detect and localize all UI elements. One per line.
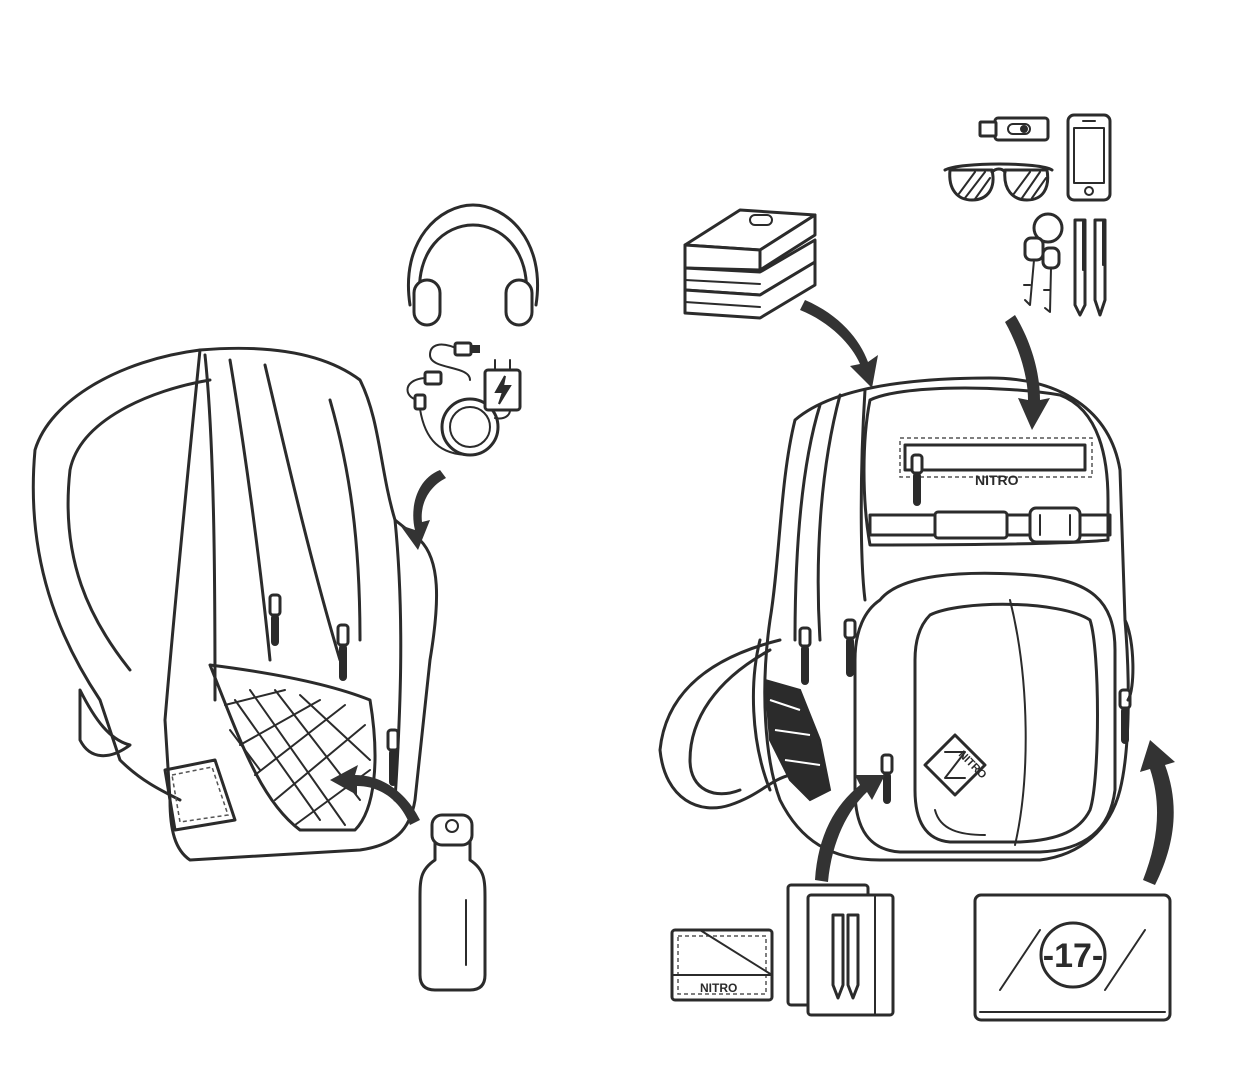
keys-icon: [1023, 212, 1064, 313]
sunglasses-icon: [943, 162, 1054, 202]
front-zipper-pull: [910, 453, 924, 506]
zipper-pull-a: [798, 626, 812, 685]
charging-cable-icon: [406, 341, 522, 457]
arrow-from-laptop: [1140, 740, 1175, 885]
wallet-logo: NITRO: [700, 981, 737, 995]
zipper-pull-2: [336, 623, 350, 681]
side-backpack: [31, 346, 439, 862]
arrow-to-side-pocket: [330, 765, 420, 825]
smartphone-icon: [1066, 113, 1112, 202]
usb-stick-icon: [978, 116, 1050, 142]
zipper-pull-1: [268, 593, 282, 646]
notebook-icon: [786, 883, 895, 1017]
pens-icon: [1073, 218, 1107, 317]
arrow-to-top-pocket: [400, 470, 446, 550]
zipper-pull-c: [880, 753, 894, 804]
books-icon: [683, 208, 817, 320]
arrow-from-accessories: [1005, 315, 1050, 430]
mesh-pocket: [224, 689, 371, 826]
arrow-from-wallet: [815, 775, 885, 882]
wallet-icon: NITRO: [670, 928, 774, 1002]
headphones-icon: [407, 203, 539, 327]
arrow-from-books: [800, 300, 878, 388]
front-logo: NITRO: [975, 472, 1019, 488]
zipper-pull-b: [843, 618, 857, 677]
laptop-icon: -17-: [973, 893, 1172, 1022]
nitro-diamond-logo: NITRO: [923, 733, 989, 797]
water-bottle-icon: [418, 813, 487, 992]
laptop-size-label: -17-: [1043, 937, 1103, 975]
zipper-pull-3: [386, 728, 400, 786]
front-backpack: NITRO NITRO: [658, 376, 1135, 862]
side-mesh-pocket: [763, 678, 832, 802]
